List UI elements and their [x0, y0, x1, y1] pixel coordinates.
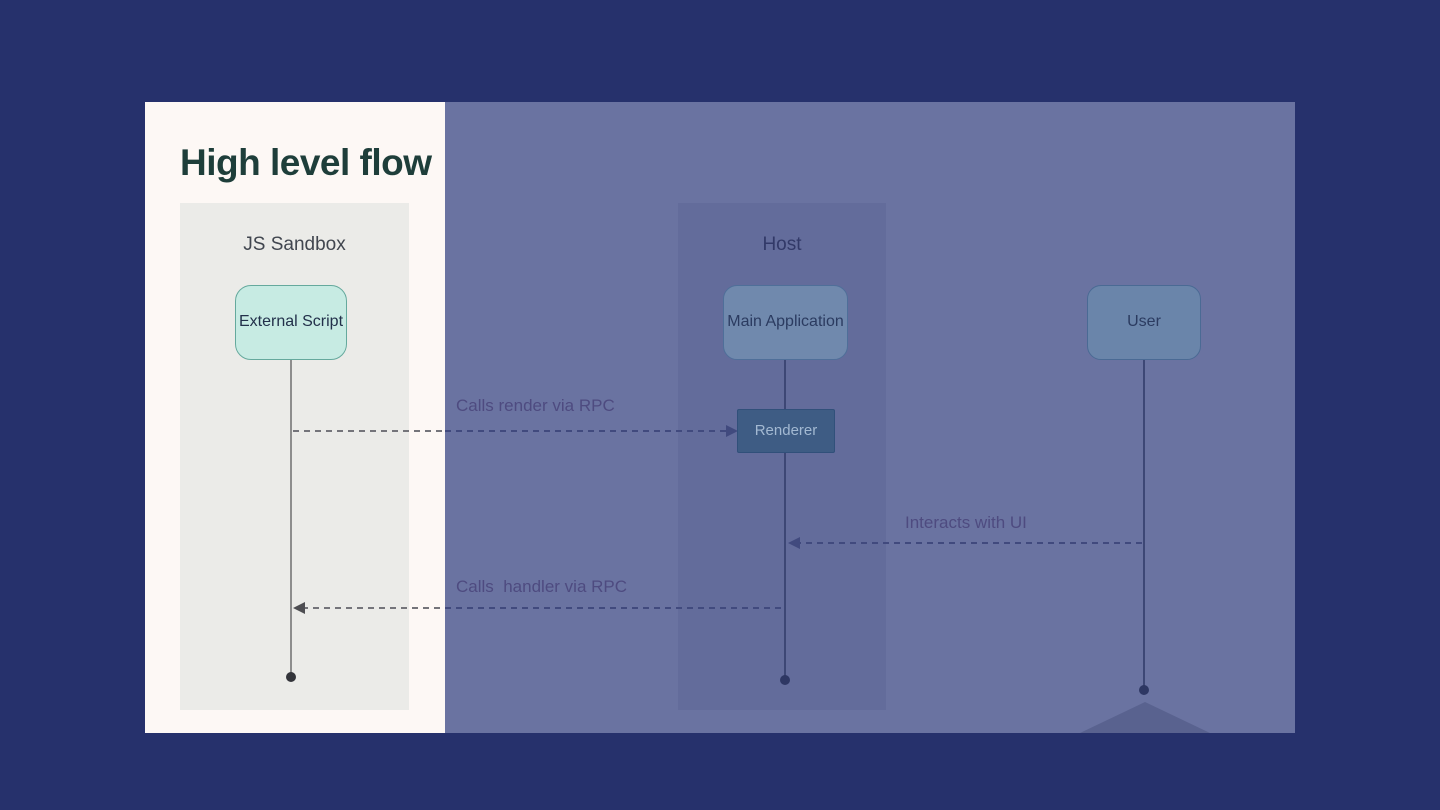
actor-label-main-application: Main Application: [727, 313, 844, 331]
bottom-pointer-triangle: [1080, 702, 1210, 733]
lifeline-end-dot-external-script: [286, 672, 296, 682]
actor-box-main-application: Main Application: [723, 285, 848, 360]
lane-js-sandbox: [180, 203, 409, 710]
arrowhead-left-icon: [788, 537, 800, 549]
page-title: High level flow: [180, 142, 432, 183]
message-line-calls-render-left-segment: [293, 430, 445, 432]
lane-host: [678, 203, 886, 710]
message-line-calls-render-right-segment: [445, 430, 726, 432]
lane-label-host: Host: [762, 234, 802, 255]
lane-label-js-sandbox: JS Sandbox: [243, 234, 346, 255]
actor-label-user: User: [1127, 313, 1161, 331]
lifeline-main-application: [784, 360, 786, 680]
message-line-calls-handler-right-segment: [445, 607, 785, 609]
message-label-calls-render: Calls render via RPC: [456, 396, 615, 415]
node-box-renderer: Renderer: [737, 409, 835, 453]
node-label-renderer: Renderer: [754, 422, 818, 440]
message-line-interacts-with-ui: [795, 542, 1144, 544]
lifeline-external-script: [290, 360, 292, 677]
presentation-slide: High level flow JS Sandbox Host External…: [145, 102, 1295, 733]
arrowhead-left-icon: [293, 602, 305, 614]
actor-box-external-script: External Script: [235, 285, 347, 360]
lifeline-user: [1143, 360, 1145, 690]
actor-label-external-script: External Script: [238, 313, 344, 331]
message-label-calls-handler: Calls handler via RPC: [456, 577, 628, 596]
lifeline-end-dot-user: [1139, 685, 1149, 695]
lifeline-end-dot-main-application: [780, 675, 790, 685]
message-label-interacts-with-ui: Interacts with UI: [905, 513, 1027, 532]
actor-box-user: User: [1087, 285, 1201, 360]
message-line-calls-handler-left-segment: [302, 607, 445, 609]
arrowhead-right-icon: [726, 425, 738, 437]
